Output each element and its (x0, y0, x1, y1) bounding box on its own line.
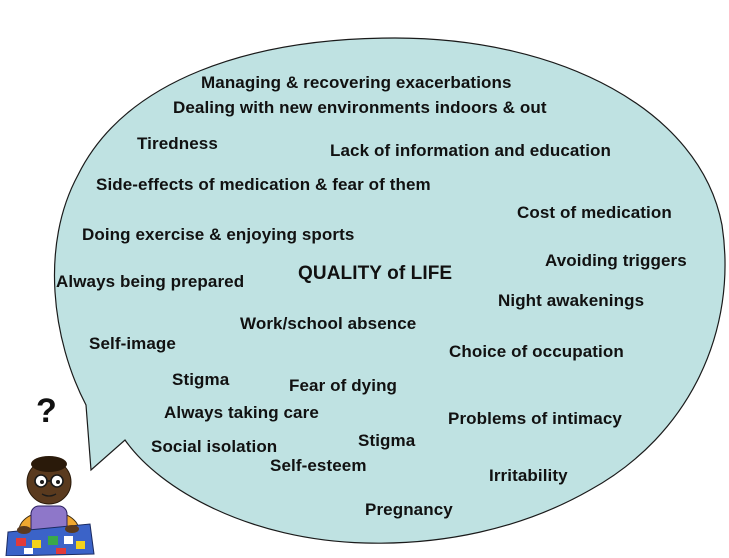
term-choice-of-occupation: Choice of occupation (449, 342, 624, 361)
term-side-effects: Side-effects of medication & fear of the… (96, 175, 431, 194)
term-pregnancy: Pregnancy (365, 500, 453, 519)
term-always-prepared: Always being prepared (56, 272, 245, 291)
term-tiredness: Tiredness (137, 134, 218, 153)
term-stigma-2: Stigma (358, 431, 416, 450)
term-always-taking-care: Always taking care (164, 403, 319, 422)
term-managing-exacerbations: Managing & recovering exacerbations (201, 73, 512, 92)
term-self-image: Self-image (89, 334, 176, 353)
term-stigma: Stigma (172, 370, 230, 389)
term-cost-of-medication: Cost of medication (517, 203, 672, 222)
thought-bubble (53, 37, 726, 544)
term-exercise-sports: Doing exercise & enjoying sports (82, 225, 355, 244)
term-irritability: Irritability (489, 466, 568, 485)
term-work-school-absence: Work/school absence (240, 314, 417, 333)
term-self-esteem: Self-esteem (270, 456, 367, 475)
term-fear-of-dying: Fear of dying (289, 376, 398, 395)
term-problems-of-intimacy: Problems of intimacy (448, 409, 622, 428)
term-avoiding-triggers: Avoiding triggers (545, 251, 687, 270)
term-new-environments: Dealing with new environments indoors & … (173, 98, 547, 117)
center-label-quality-of-life: QUALITY of LIFE (298, 263, 453, 284)
child-with-puzzle-icon (5, 456, 95, 556)
term-lack-of-information: Lack of information and education (330, 141, 611, 160)
term-social-isolation: Social isolation (151, 437, 278, 456)
question-mark: ? (36, 392, 57, 430)
term-night-awakenings: Night awakenings (498, 291, 645, 310)
